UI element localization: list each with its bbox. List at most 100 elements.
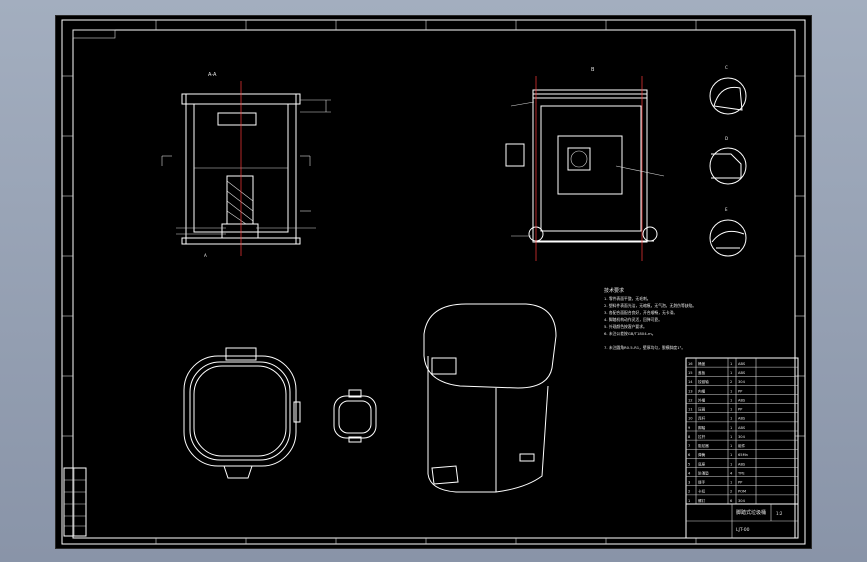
parts-table-cell: 4: [688, 471, 691, 475]
parts-table-cell: 脚踏: [698, 425, 706, 430]
detail-e-circle: [709, 219, 747, 257]
section-mark-label: A-A: [208, 72, 217, 78]
revision-block: [63, 467, 87, 537]
parts-table-cell: PP: [738, 408, 743, 412]
zone-ticks-top: [155, 20, 697, 544]
parts-table-cell: 提手: [698, 480, 706, 485]
parts-table-cell: 1: [730, 462, 732, 466]
parts-table-cell: 1: [730, 444, 732, 448]
detail-c-circle: [709, 77, 747, 115]
detail-views[interactable]: C D E: [709, 65, 747, 257]
parts-table-cell: PP: [738, 389, 743, 393]
parts-table-cell: ABS: [738, 398, 746, 402]
parts-table-cell: 304: [738, 380, 746, 384]
sheet-inner-frame: [72, 29, 796, 539]
parts-table-cell: 7: [688, 444, 690, 448]
parts-table-cell: 组件: [738, 443, 746, 448]
note-line-5: 5. 外观颜色按客户要求。: [604, 324, 647, 329]
damper-assembly: [226, 175, 254, 225]
parts-table-cell: 2: [730, 490, 732, 494]
parts-table-cell: 底座: [698, 461, 706, 466]
parts-table-cell: ABS: [738, 362, 746, 366]
sheet-outer-border: [61, 19, 806, 545]
parts-table-cell: 1: [730, 435, 732, 439]
note-line-4: 4. 脚踏机构动作灵活，回弹可靠。: [604, 317, 662, 322]
parts-table-cell: 1: [688, 499, 690, 503]
top-outer-rim: [183, 355, 297, 467]
parts-table-cell: 16: [688, 362, 693, 366]
drawing-title: 脚踏式垃圾桶: [736, 509, 766, 516]
parts-table-cell: 65Mn: [738, 453, 748, 457]
parts-table-cell: 铰链轴: [698, 379, 709, 384]
drawing-number: LJT-00: [736, 527, 750, 533]
drawing-canvas[interactable]: A-A A B: [56, 16, 811, 548]
iso-hinge: [431, 357, 457, 375]
sheet-code-box: [72, 29, 116, 39]
parts-table-cell: 1: [730, 481, 732, 485]
detail-e-label: E: [725, 207, 728, 212]
parts-table-cell: 1: [730, 389, 732, 393]
detail-d-label: D: [725, 136, 728, 141]
parts-table-cell: 1: [730, 453, 732, 457]
parts-table-cell: PP: [738, 481, 743, 485]
iso-body: [427, 356, 549, 493]
parts-table-cell: 阻尼器: [698, 443, 709, 448]
parts-table-cell: 桶盖: [698, 361, 706, 366]
note-line-1: 1. 零件表面平整，无毛刺。: [604, 296, 651, 301]
front-section-view[interactable]: A-A A: [161, 72, 331, 258]
rear-pivot: [642, 226, 658, 242]
title-block[interactable]: 脚踏式垃圾桶 1:2 LJT-00: [685, 503, 799, 539]
side-label-panel: [557, 135, 623, 195]
top-hinge-tab: [225, 347, 257, 361]
parts-table-cell: 弹簧: [698, 452, 706, 457]
fan-symbol: [570, 150, 588, 168]
parts-table-cell: 14: [688, 380, 693, 384]
parts-table-cell: 15: [688, 371, 693, 375]
detail-d-circle: [709, 147, 747, 185]
top-opening: [193, 365, 287, 457]
parts-table-cell: 6: [688, 453, 691, 457]
parts-table-cell: 6: [730, 499, 733, 503]
drawing-scale: 1:2: [776, 511, 783, 516]
parts-table-cell: 1: [730, 398, 732, 402]
parts-table-cell: 10: [688, 417, 693, 421]
iso-lid: [423, 303, 557, 389]
parts-table-cell: 拉杆: [698, 434, 706, 439]
parts-table-cell: 2: [688, 490, 690, 494]
parts-table-cell: 1: [730, 426, 732, 430]
parts-table-cell: 304: [738, 435, 746, 439]
side-inner-outline: [540, 105, 642, 232]
parts-table-cell: 内桶: [698, 388, 706, 393]
note-line-6: 6. 未注公差按GB/T1804-m。: [604, 331, 656, 336]
parts-table-cell: POM: [738, 490, 746, 494]
bucket-handle: [348, 389, 362, 398]
parts-table-cell: 螺钉: [698, 498, 706, 503]
fan-symbol-box: [567, 147, 591, 171]
parts-table-cell: 304: [738, 499, 746, 503]
isometric-view[interactable]: [423, 303, 557, 493]
top-pedal-tab: [223, 465, 253, 479]
parts-table-cell: 11: [688, 408, 693, 412]
hinge-detail: [505, 143, 525, 167]
iso-pedal: [431, 465, 459, 485]
note-line-2: 2. 塑料件表面光洁，无缩痕，无气泡，无划伤等缺陷。: [604, 303, 696, 308]
parts-table-cell: 5: [688, 462, 690, 466]
top-view[interactable]: [183, 347, 301, 479]
parts-table-cell: 9: [688, 426, 691, 430]
parts-table-cell: 压圈: [698, 407, 706, 412]
parts-table-cell: 1: [730, 371, 732, 375]
parts-table-cell: 连杆: [698, 416, 706, 421]
bucket-inner: [338, 400, 372, 434]
top-inner-rim: [189, 361, 291, 461]
parts-table-cell: ABS: [738, 426, 746, 430]
side-body-outline: [532, 93, 648, 243]
side-section-view[interactable]: B: [505, 67, 665, 261]
parts-table-cell: 防滑垫: [698, 470, 709, 475]
parts-table-cell: 卡扣: [698, 489, 706, 494]
zone-ticks-side: [62, 75, 805, 437]
cad-drawing-viewport[interactable]: A-A A B: [55, 15, 812, 549]
iso-logo-badge: [519, 453, 535, 462]
notes-title: 技术要求: [604, 287, 624, 294]
inner-bucket-top-view[interactable]: [333, 389, 377, 443]
